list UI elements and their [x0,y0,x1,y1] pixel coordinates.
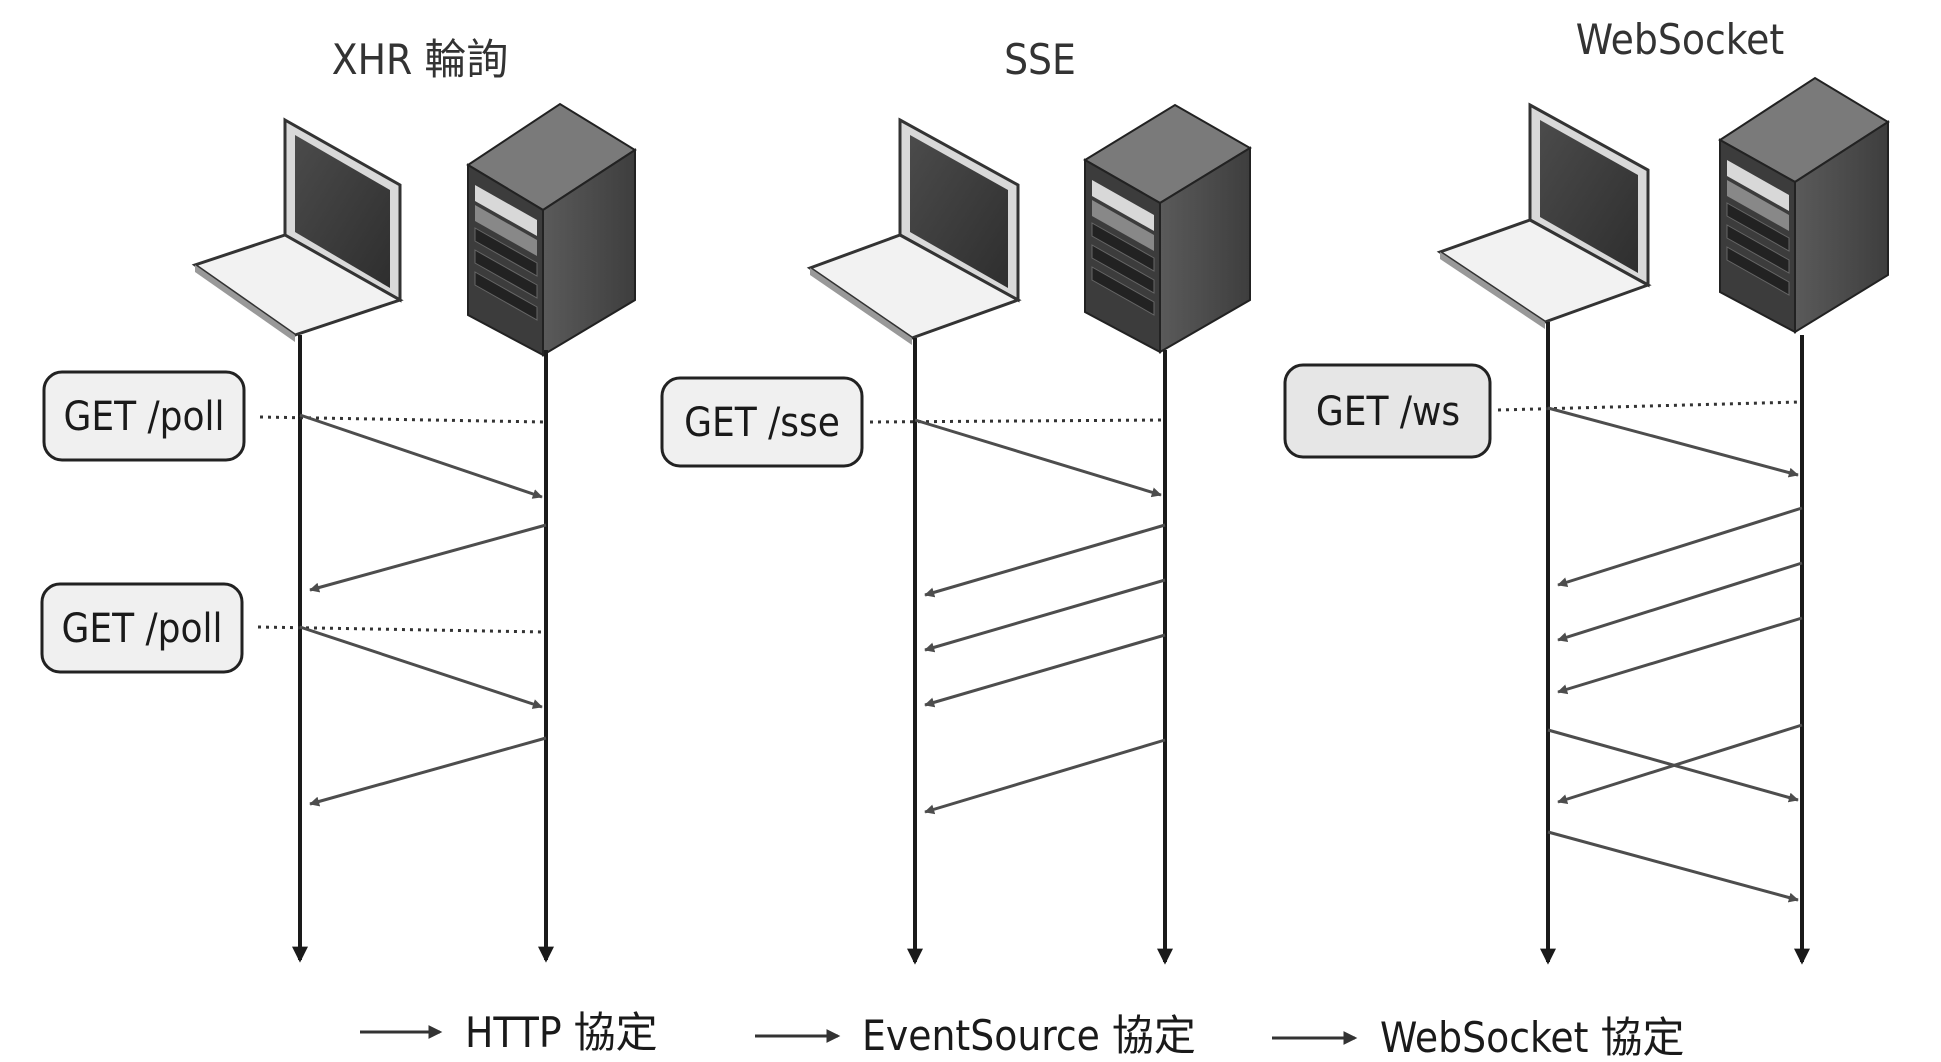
laptop-icon [1436,102,1652,329]
request-label: GET /ws [1316,389,1460,435]
message-arrow [1547,830,1799,903]
message-arrow [1557,561,1803,643]
request-dotted-line [1497,400,1801,412]
message-arrow [924,523,1166,598]
server-icon [1718,76,1890,334]
message-arrow [299,625,543,709]
legend-label: WebSocket 協定 [1380,1013,1684,1062]
request-label: GET /poll [63,394,224,440]
message-arrow [924,633,1166,708]
request-box: GET /poll [42,370,246,462]
message-arrow [299,413,543,499]
request-box: GET /ws [1283,363,1492,459]
legend-item-websocket: WebSocket 協定 [1272,1013,1684,1062]
laptop-icon [806,117,1022,345]
server-icon [1083,103,1252,354]
message-arrow [309,523,547,593]
legend-label: HTTP 協定 [465,1008,658,1057]
message-arrow [924,578,1166,653]
legend-item-http: HTTP 協定 [360,1008,658,1057]
message-arrow [1557,506,1803,588]
websocket-title: WebSocket [1576,15,1784,64]
message-arrow [1557,616,1803,695]
sse-title: SSE [1004,35,1076,84]
request-dotted-line [259,415,545,424]
legend: HTTP 協定 EventSource 協定 WebSocket 協定 [360,1008,1684,1062]
message-arrow [309,736,547,807]
request-label: GET /sse [684,400,840,446]
legend-label: EventSource 協定 [862,1011,1196,1060]
request-box: GET /poll [40,582,244,674]
message-arrow [924,738,1166,815]
server-icon [466,102,637,357]
laptop-icon [191,117,404,342]
message-arrow [1557,723,1803,805]
message-arrow [1547,406,1799,478]
message-arrow [914,418,1162,498]
legend-item-eventsource: EventSource 協定 [755,1011,1196,1060]
xhr-polling-title: XHR 輪詢 [332,35,509,84]
request-label: GET /poll [61,606,222,652]
request-box: GET /sse [660,376,864,468]
